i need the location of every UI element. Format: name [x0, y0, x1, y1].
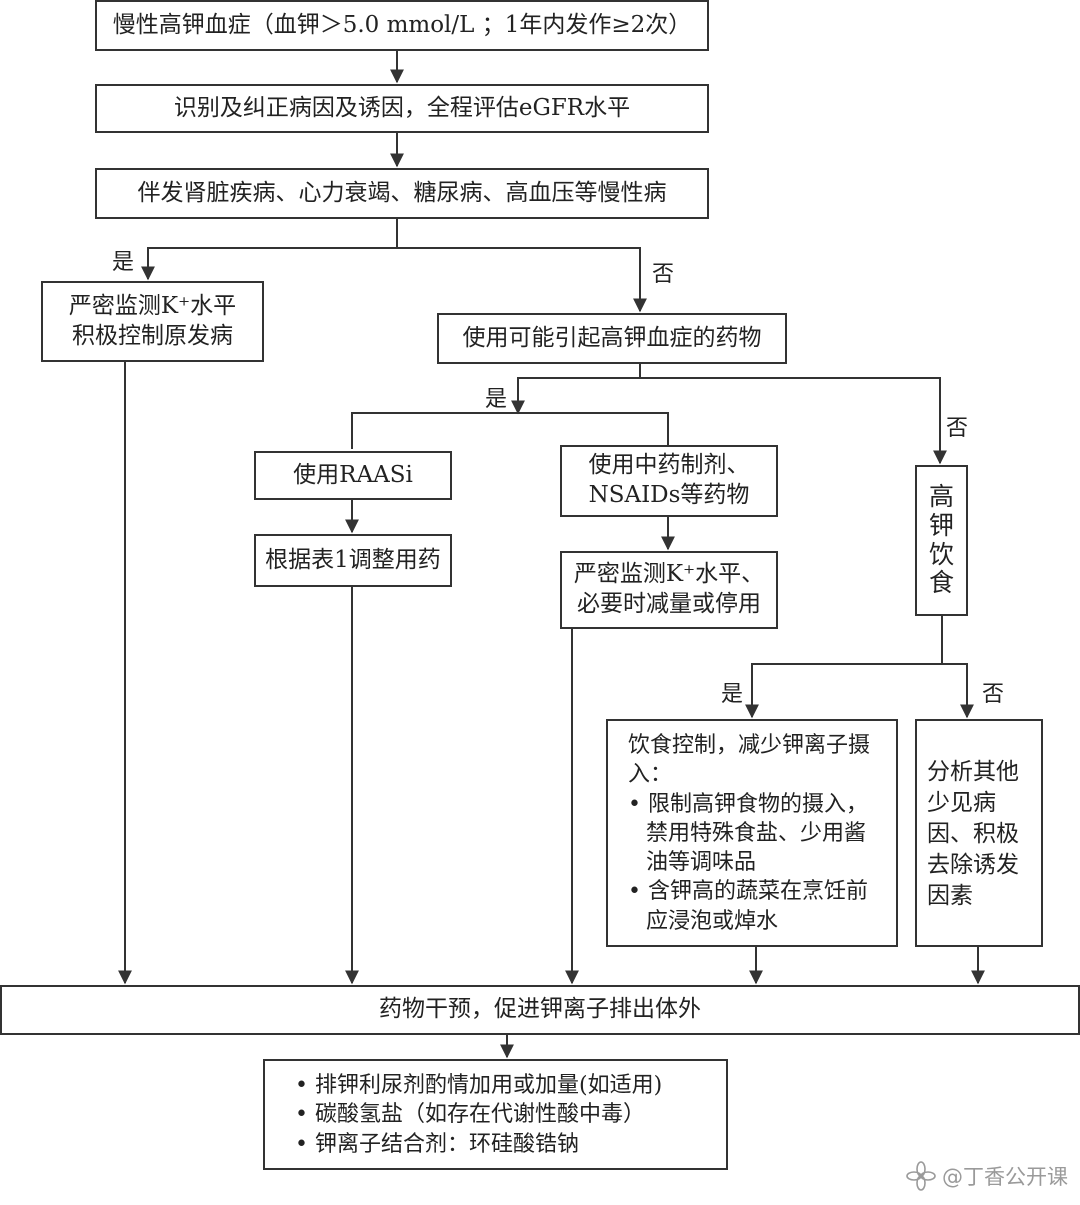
arrow-comorbid-branch-yes — [141, 219, 398, 281]
monitor-reduce-line-2: 必要时减量或停用 — [577, 591, 761, 617]
node-final-list: • 排钾利尿剂酌情加用或加量(如适用) • 碳酸氢盐（如存在代谢性酸中毒） • … — [263, 1059, 728, 1170]
final-list-item-3: • 钾离子结合剂：环硅酸锆钠 — [295, 1131, 579, 1157]
tcm-line-2: NSAIDs等药物 — [588, 482, 750, 508]
diet-control-bullet-2: • 含钾高的蔬菜在烹饪前应浸泡或焯水 — [628, 879, 868, 934]
watermark: @丁香公开课 — [906, 1161, 1068, 1191]
diet-char-3: 饮 — [928, 539, 954, 569]
node-analyze: 分析其他少见病因、积极去除诱发因素 — [915, 719, 1043, 947]
arrow-diet-branch-no — [942, 663, 974, 719]
label-no-diet: 否 — [982, 682, 1005, 707]
flower-logo-icon — [906, 1161, 936, 1191]
arrow-drug-branch-no — [640, 377, 947, 465]
branch-to-tcm — [518, 412, 669, 445]
node-drug-intervention: 药物干预，促进钾离子排出体外 — [0, 985, 1080, 1035]
node-high-k-diet: 高 钾 饮 食 — [915, 465, 968, 616]
node-comorbid: 伴发肾脏疾病、心力衰竭、糖尿病、高血压等慢性病 — [95, 168, 709, 219]
final-list-item-2: • 碳酸氢盐（如存在代谢性酸中毒） — [295, 1102, 645, 1128]
diet-char-1: 高 — [928, 482, 954, 511]
analyze-text: 分析其他少见病因、积极去除诱发因素 — [927, 759, 1019, 910]
label-no-comorbid: 否 — [652, 262, 675, 287]
diet-char-4: 食 — [928, 568, 954, 598]
arrow-comorbid-branch-no — [397, 247, 647, 313]
branch-to-raasi — [351, 412, 518, 449]
node-monitor-primary: 严密监测K⁺水平 积极控制原发病 — [41, 281, 264, 362]
node-tcm-nsaids: 使用中药制剂、 NSAIDs等药物 — [560, 445, 778, 517]
label-no-drug: 否 — [946, 416, 969, 441]
arrow-drug-branch-yes — [511, 364, 641, 415]
node-raasi: 使用RAASi — [254, 451, 452, 500]
node-adjust: 根据表1调整用药 — [254, 534, 452, 587]
monitor-primary-line-1: 严密监测K⁺水平 — [68, 292, 237, 319]
node-monitor-reduce: 严密监测K⁺水平、 必要时减量或停用 — [560, 551, 778, 629]
monitor-primary-line-2: 积极控制原发病 — [72, 322, 233, 349]
node-start: 慢性高钾血症（血钾＞5.0 mmol/L ；1年内发作≥2次） — [95, 0, 709, 51]
diet-char-2: 钾 — [928, 510, 954, 540]
final-list-item-1: • 排钾利尿剂酌情加用或加量(如适用) — [295, 1073, 663, 1098]
label-yes-comorbid: 是 — [112, 250, 135, 275]
monitor-reduce-line-1: 严密监测K⁺水平、 — [573, 561, 765, 588]
node-diet-control: 饮食控制，减少钾离子摄入： • 限制高钾食物的摄入，禁用特殊食盐、少用酱油等调味… — [606, 719, 898, 947]
diet-control-bullet-1: • 限制高钾食物的摄入，禁用特殊食盐、少用酱油等调味品 — [628, 791, 868, 876]
label-yes-diet: 是 — [721, 682, 744, 707]
node-identify: 识别及纠正病因及诱因，全程评估eGFR水平 — [95, 84, 709, 133]
tcm-line-1: 使用中药制剂、 — [588, 452, 750, 479]
label-yes-drug: 是 — [485, 387, 508, 412]
diet-control-title: 饮食控制，减少钾离子摄入： — [628, 733, 871, 788]
arrow-diet-branch-yes — [745, 616, 943, 719]
node-drug-question: 使用可能引起高钾血症的药物 — [437, 313, 787, 364]
watermark-text: @丁香公开课 — [942, 1165, 1068, 1189]
